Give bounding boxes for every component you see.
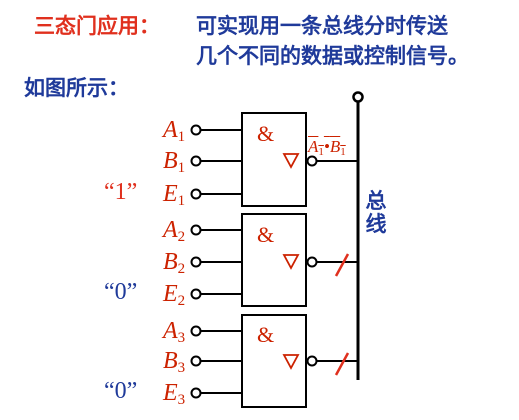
gate-3-input-b: B3: [163, 348, 186, 376]
gate-1-and-symbol: &: [257, 121, 275, 146]
gate-1-output-label: A1•B1: [308, 137, 346, 158]
gate-3: [190, 314, 358, 408]
bus-line: [352, 91, 364, 380]
gate-2-enable: E2: [163, 281, 186, 309]
disconnect-mark: [334, 253, 350, 277]
description-line-2: 几个不同的数据或控制信号。: [196, 44, 469, 68]
disconnect-mark: [334, 352, 350, 376]
gate-2-input-b: B2: [163, 249, 186, 277]
gate-3-enable: E3: [163, 380, 186, 408]
gate-3-and-symbol: &: [257, 322, 275, 347]
gate-1-enable-value: “1”: [104, 179, 138, 205]
gate-2-and-symbol: &: [257, 222, 275, 247]
figure-caption: 如图所示：: [24, 76, 129, 100]
gate-2-enable-value: “0”: [104, 279, 138, 305]
gate-1-enable: E1: [163, 181, 186, 209]
gate-1-input-b: B1: [163, 148, 186, 176]
tristate-triangle-icon: [282, 354, 300, 370]
gate-3-input-a: A3: [163, 318, 186, 346]
gate-2-input-a: A2: [163, 217, 186, 245]
gate-2: [190, 213, 358, 307]
bus-label: 总 线: [365, 189, 387, 237]
section-title: 三态门应用：: [34, 14, 160, 38]
description-line-1: 可实现用一条总线分时传送: [196, 14, 448, 38]
tristate-triangle-icon: [282, 254, 300, 270]
tristate-triangle-icon: [282, 153, 300, 169]
gate-3-enable-value: “0”: [104, 378, 138, 404]
gate-1: [190, 112, 358, 207]
gate-1-input-a: A1: [163, 117, 186, 145]
